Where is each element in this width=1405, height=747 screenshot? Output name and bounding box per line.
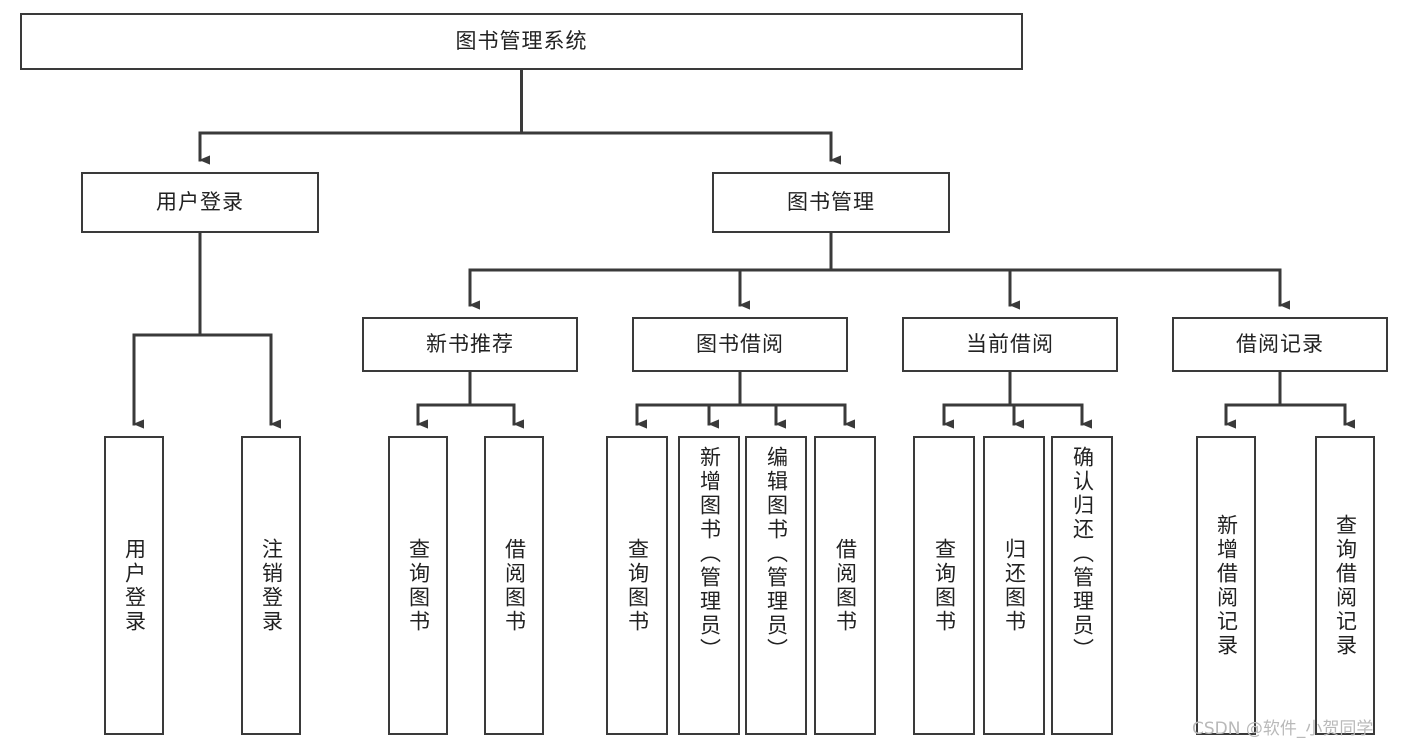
leaf-confirm-return-admin-label: 确认归还（管理员） xyxy=(1070,446,1095,662)
leaf-query-book-newbook-label: 查询图书 xyxy=(406,537,431,634)
node-new-book-recommend[interactable]: 新书推荐 xyxy=(362,317,578,372)
leaf-edit-book-admin[interactable]: 编辑图书（管理员） xyxy=(745,436,807,735)
leaf-user-login-label: 用户登录 xyxy=(122,537,147,634)
node-book-borrow-label: 图书借阅 xyxy=(696,332,784,357)
node-book-management-label: 图书管理 xyxy=(787,190,875,215)
leaf-edit-book-admin-label: 编辑图书（管理员） xyxy=(764,446,789,662)
leaf-borrow-book-newbook[interactable]: 借阅图书 xyxy=(484,436,544,735)
leaf-add-book-admin[interactable]: 新增图书（管理员） xyxy=(678,436,740,735)
leaf-query-book-borrow[interactable]: 查询图书 xyxy=(606,436,668,735)
node-current-borrow[interactable]: 当前借阅 xyxy=(902,317,1118,372)
leaf-query-book-borrow-label: 查询图书 xyxy=(625,537,650,634)
leaf-user-login[interactable]: 用户登录 xyxy=(104,436,164,735)
node-root-label: 图书管理系统 xyxy=(455,29,588,54)
node-book-management[interactable]: 图书管理 xyxy=(712,172,950,233)
leaf-confirm-return-admin[interactable]: 确认归还（管理员） xyxy=(1051,436,1113,735)
leaf-logout[interactable]: 注销登录 xyxy=(241,436,301,735)
leaf-add-borrow-record-label: 新增借阅记录 xyxy=(1214,513,1239,658)
node-book-borrow[interactable]: 图书借阅 xyxy=(632,317,848,372)
leaf-add-book-admin-label: 新增图书（管理员） xyxy=(697,446,722,662)
node-current-borrow-label: 当前借阅 xyxy=(966,332,1054,357)
leaf-borrow-book[interactable]: 借阅图书 xyxy=(814,436,876,735)
leaf-query-book-current-label: 查询图书 xyxy=(932,537,957,634)
leaf-logout-label: 注销登录 xyxy=(259,537,284,634)
leaf-query-book-current[interactable]: 查询图书 xyxy=(913,436,975,735)
node-user-login[interactable]: 用户登录 xyxy=(81,172,319,233)
leaf-return-book[interactable]: 归还图书 xyxy=(983,436,1045,735)
leaf-query-borrow-record-label: 查询借阅记录 xyxy=(1333,513,1358,658)
leaf-add-borrow-record[interactable]: 新增借阅记录 xyxy=(1196,436,1256,735)
leaf-query-book-newbook[interactable]: 查询图书 xyxy=(388,436,448,735)
node-user-login-label: 用户登录 xyxy=(156,190,244,215)
leaf-borrow-book-newbook-label: 借阅图书 xyxy=(502,537,527,634)
node-root[interactable]: 图书管理系统 xyxy=(20,13,1023,70)
leaf-query-borrow-record[interactable]: 查询借阅记录 xyxy=(1315,436,1375,735)
leaf-borrow-book-label: 借阅图书 xyxy=(833,537,858,634)
leaf-return-book-label: 归还图书 xyxy=(1002,537,1027,634)
node-borrow-record-label: 借阅记录 xyxy=(1236,332,1324,357)
node-borrow-record[interactable]: 借阅记录 xyxy=(1172,317,1388,372)
node-new-book-recommend-label: 新书推荐 xyxy=(426,332,514,357)
